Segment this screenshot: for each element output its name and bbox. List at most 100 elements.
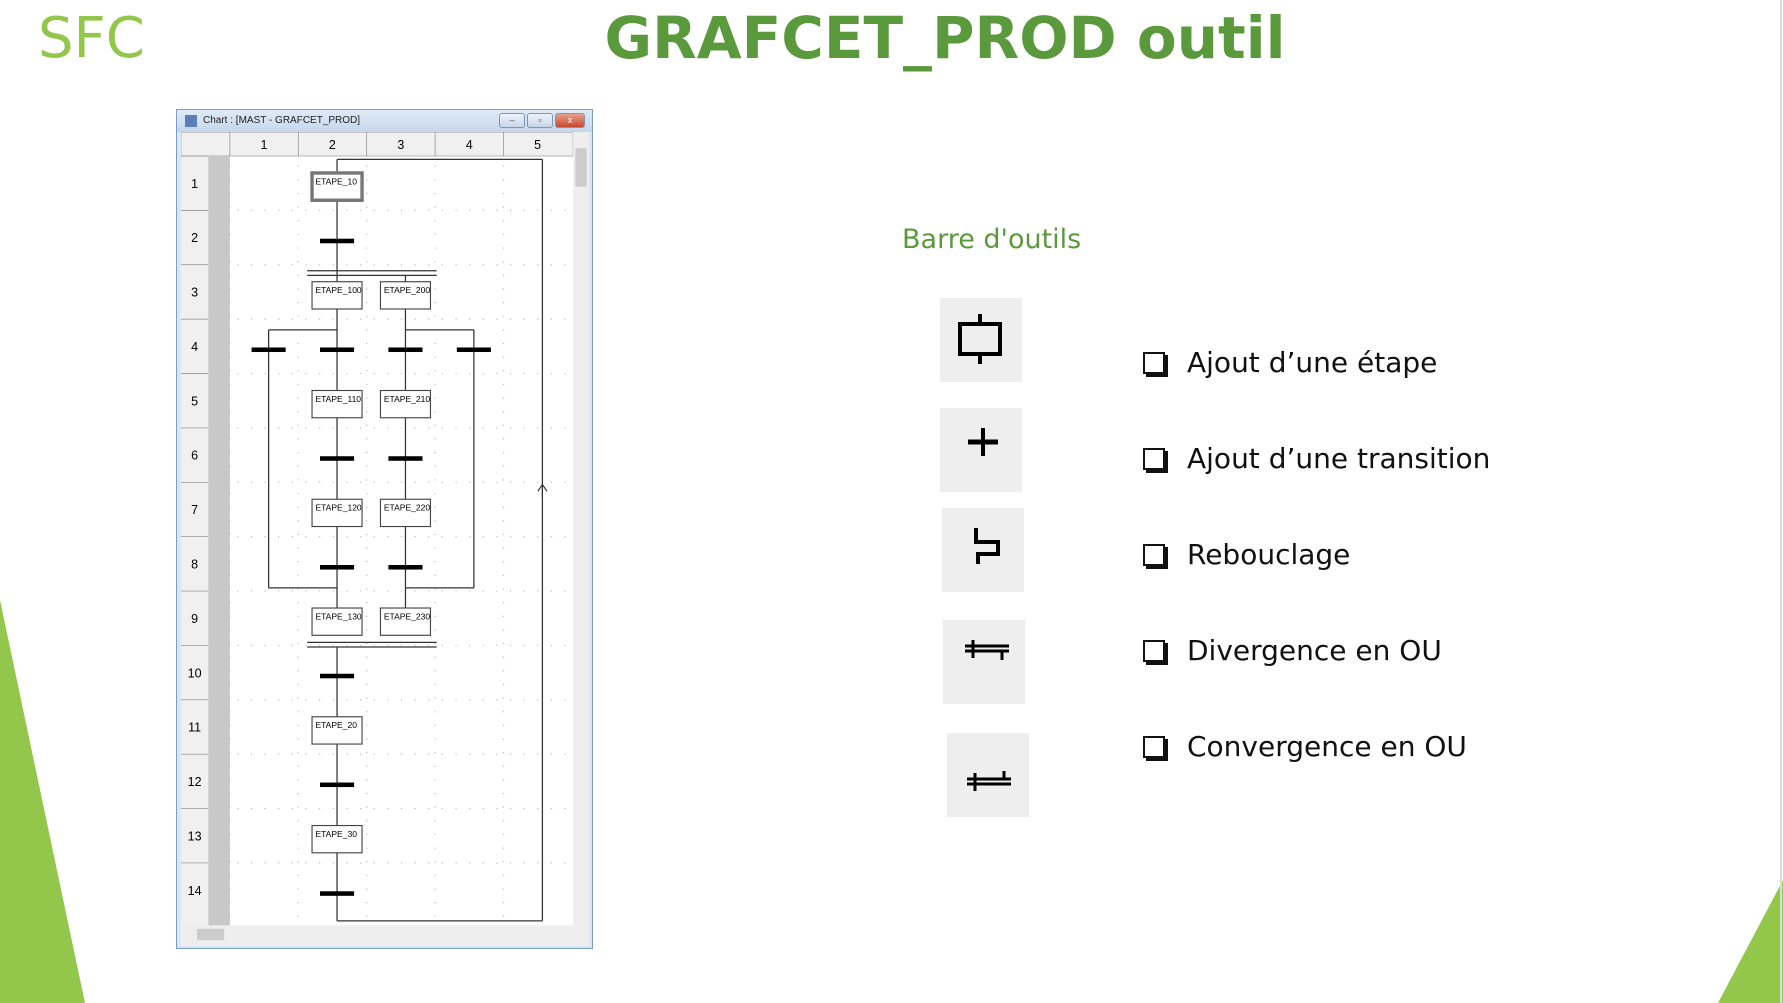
vertical-scroll-thumb[interactable] bbox=[575, 148, 587, 187]
grid-dot bbox=[455, 862, 457, 864]
step-box[interactable] bbox=[379, 498, 432, 528]
grid-dot bbox=[434, 806, 436, 808]
grid-dot bbox=[297, 561, 299, 563]
grid-dot bbox=[509, 427, 512, 429]
step-etape_120[interactable]: ETAPE_120 bbox=[311, 498, 363, 528]
grid-dot bbox=[434, 383, 436, 386]
step-etape_130[interactable]: ETAPE_130 bbox=[311, 607, 363, 636]
grid-dot bbox=[305, 264, 307, 266]
grid-dot bbox=[297, 601, 299, 604]
tool-button-or-convergence[interactable] bbox=[947, 733, 1029, 817]
tool-button-step[interactable] bbox=[940, 298, 1022, 382]
grid-dot bbox=[509, 590, 512, 592]
step-etape_220[interactable]: ETAPE_220 bbox=[379, 498, 432, 528]
transition-bar[interactable] bbox=[388, 347, 423, 353]
step-box[interactable] bbox=[379, 281, 432, 310]
step-etape_10[interactable]: ETAPE_10 bbox=[310, 171, 364, 202]
grid-dot bbox=[502, 233, 505, 236]
transition-bar[interactable] bbox=[319, 564, 355, 570]
maximize-button[interactable]: ▫ bbox=[527, 113, 553, 128]
step-etape_30[interactable]: ETAPE_30 bbox=[311, 824, 363, 854]
grid-dot bbox=[550, 699, 553, 701]
grid-dot bbox=[229, 806, 231, 808]
grid-dot bbox=[229, 683, 231, 686]
grid-dot bbox=[250, 264, 253, 266]
grid-dot bbox=[264, 807, 266, 810]
grid-dot bbox=[297, 274, 299, 277]
grid-dot bbox=[229, 820, 231, 822]
step-etape_20[interactable]: ETAPE_20 bbox=[311, 716, 363, 745]
horizontal-scrollbar[interactable] bbox=[181, 925, 589, 946]
step-box[interactable] bbox=[310, 171, 364, 202]
step-box[interactable] bbox=[311, 716, 363, 745]
minimize-button[interactable]: – bbox=[499, 113, 525, 128]
step-box[interactable] bbox=[311, 389, 363, 419]
row-header-bar bbox=[181, 156, 209, 926]
grid-dot bbox=[434, 506, 436, 508]
step-box[interactable] bbox=[311, 607, 363, 636]
step-etape_110[interactable]: ETAPE_110 bbox=[311, 389, 363, 419]
chart-app-icon bbox=[185, 115, 197, 127]
grid-dot bbox=[250, 318, 253, 320]
vertical-scrollbar[interactable] bbox=[573, 132, 589, 926]
grid-dot bbox=[468, 155, 471, 157]
grid-dot bbox=[305, 644, 307, 647]
grid-dot bbox=[509, 372, 512, 375]
grid-dot bbox=[509, 807, 512, 810]
grid-dot bbox=[373, 155, 375, 157]
step-box[interactable] bbox=[311, 824, 363, 854]
grid-dot bbox=[414, 807, 416, 810]
grid-dot bbox=[278, 427, 280, 429]
grid-dot bbox=[297, 642, 299, 645]
grid-dot bbox=[434, 697, 436, 699]
transition-bar[interactable] bbox=[388, 564, 423, 570]
grid-dot bbox=[318, 807, 321, 810]
grid-dot bbox=[564, 209, 566, 212]
grid-dot bbox=[291, 753, 294, 755]
transition-bar[interactable] bbox=[319, 782, 355, 788]
grid-dot bbox=[250, 372, 253, 375]
transition-bar[interactable] bbox=[388, 456, 423, 461]
or-convergence-icon bbox=[967, 771, 1011, 791]
grid-dot bbox=[502, 288, 505, 290]
step-etape_200[interactable]: ETAPE_200 bbox=[379, 281, 432, 310]
tool-button-or-divergence[interactable] bbox=[943, 620, 1025, 704]
slide-title: GRAFCET_PROD outil bbox=[604, 4, 1286, 72]
grid-dot bbox=[496, 264, 498, 266]
transition-bar[interactable] bbox=[456, 347, 491, 353]
close-button[interactable]: x bbox=[555, 113, 585, 128]
horizontal-scroll-thumb[interactable] bbox=[196, 928, 225, 941]
tool-button-loop-back[interactable] bbox=[942, 508, 1024, 592]
row-header: 7 bbox=[191, 503, 198, 517]
grid-dot bbox=[482, 318, 484, 320]
transition-bar[interactable] bbox=[319, 456, 355, 461]
step-box[interactable] bbox=[311, 281, 363, 310]
grid-dot bbox=[332, 535, 334, 538]
transition-bar[interactable] bbox=[319, 673, 355, 679]
grid-dot bbox=[502, 547, 505, 549]
grid-dot bbox=[373, 753, 375, 755]
grid-dot bbox=[523, 427, 525, 429]
step-etape_210[interactable]: ETAPE_210 bbox=[379, 389, 432, 419]
transition-bar[interactable] bbox=[319, 347, 355, 353]
grid-dot bbox=[502, 901, 505, 904]
checkbox-bullet-icon bbox=[1143, 639, 1165, 662]
step-etape_100[interactable]: ETAPE_100 bbox=[311, 281, 363, 310]
grid-dot bbox=[305, 535, 307, 538]
transition-bar[interactable] bbox=[251, 347, 286, 353]
step-etape_230[interactable]: ETAPE_230 bbox=[379, 607, 432, 636]
step-box[interactable] bbox=[379, 389, 432, 419]
transition-bar[interactable] bbox=[319, 891, 355, 896]
grid-dot bbox=[332, 807, 334, 810]
tool-button-transition[interactable] bbox=[940, 408, 1022, 492]
grid-dot bbox=[400, 699, 403, 701]
step-box[interactable] bbox=[379, 607, 432, 636]
transition-bar[interactable] bbox=[319, 238, 355, 244]
grid-dot bbox=[434, 901, 436, 904]
grid-dot bbox=[366, 806, 368, 808]
step-box[interactable] bbox=[311, 498, 363, 528]
grid-dot bbox=[278, 807, 280, 810]
grid-dot bbox=[318, 644, 321, 647]
grid-dot bbox=[237, 535, 239, 538]
